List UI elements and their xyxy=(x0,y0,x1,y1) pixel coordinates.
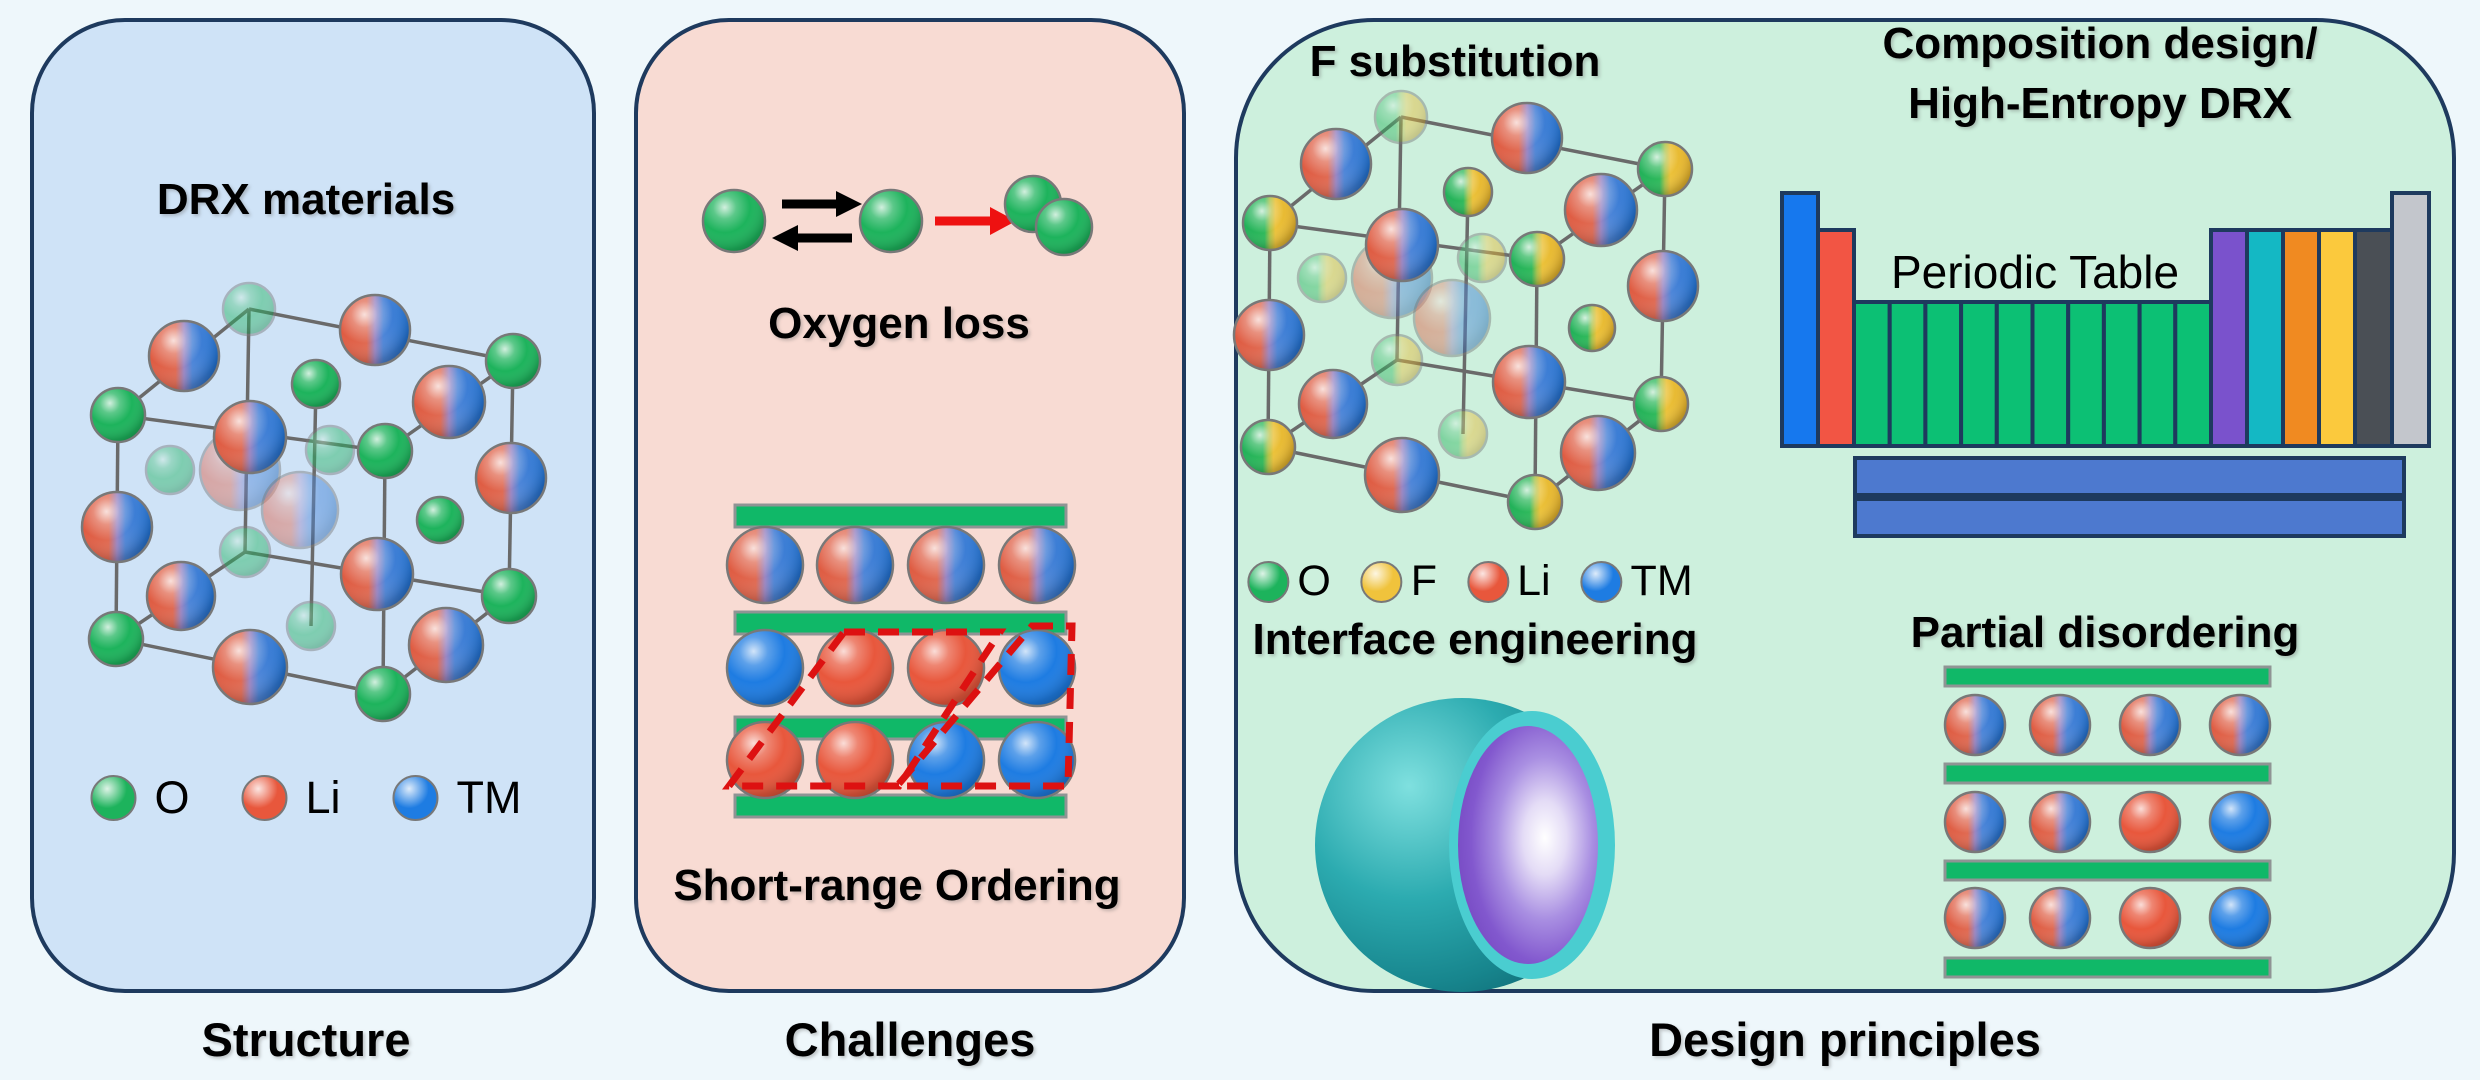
interface-title: Interface engineering xyxy=(1252,615,1698,664)
legend-item-Li: Li xyxy=(1467,557,1551,606)
composition-title-line1: Composition design/ xyxy=(1882,19,2318,68)
legend-label: Li xyxy=(1517,557,1551,605)
legend-label: F xyxy=(1410,557,1438,605)
legend-label: O xyxy=(1297,557,1331,605)
design-legend: O F Li TM xyxy=(1247,557,1693,606)
partial-disordering-title: Partial disordering xyxy=(1910,608,2300,657)
structure-panel xyxy=(30,18,596,993)
legend-item-TM: TM xyxy=(392,772,522,824)
structure-legend: O Li TM xyxy=(90,772,522,824)
legend-item-F: F xyxy=(1360,557,1438,606)
challenges-panel xyxy=(634,18,1186,993)
f-substitution-title: F substitution xyxy=(1309,37,1601,86)
design-caption: Design principles xyxy=(1649,1013,2041,1066)
o-atom-icon xyxy=(90,775,137,821)
legend-item-Li: Li xyxy=(241,772,341,824)
legend-label: TM xyxy=(1630,557,1693,605)
f-atom-icon xyxy=(1360,560,1403,603)
composition-title-line2: High-Entropy DRX xyxy=(1908,79,2292,128)
legend-item-O: O xyxy=(90,772,190,824)
li-atom-icon xyxy=(241,775,288,821)
legend-label: O xyxy=(154,772,190,823)
structure-panel-title: DRX materials xyxy=(156,175,456,224)
structure-caption: Structure xyxy=(201,1013,411,1066)
challenges-caption: Challenges xyxy=(784,1013,1036,1066)
o-atom-icon xyxy=(1247,560,1290,603)
legend-item-O: O xyxy=(1247,557,1331,606)
li-atom-icon xyxy=(1467,560,1510,603)
legend-item-TM: TM xyxy=(1580,557,1693,606)
legend-label: Li xyxy=(305,772,341,823)
periodic-table-label: Periodic Table xyxy=(1890,246,2180,298)
design-panel xyxy=(1234,18,2456,993)
tm-atom-icon xyxy=(1580,560,1623,603)
sro-title: Short-range Ordering xyxy=(673,861,1121,910)
tm-atom-icon xyxy=(392,775,439,821)
legend-label: TM xyxy=(456,772,522,823)
oxygen-loss-title: Oxygen loss xyxy=(768,299,1030,348)
